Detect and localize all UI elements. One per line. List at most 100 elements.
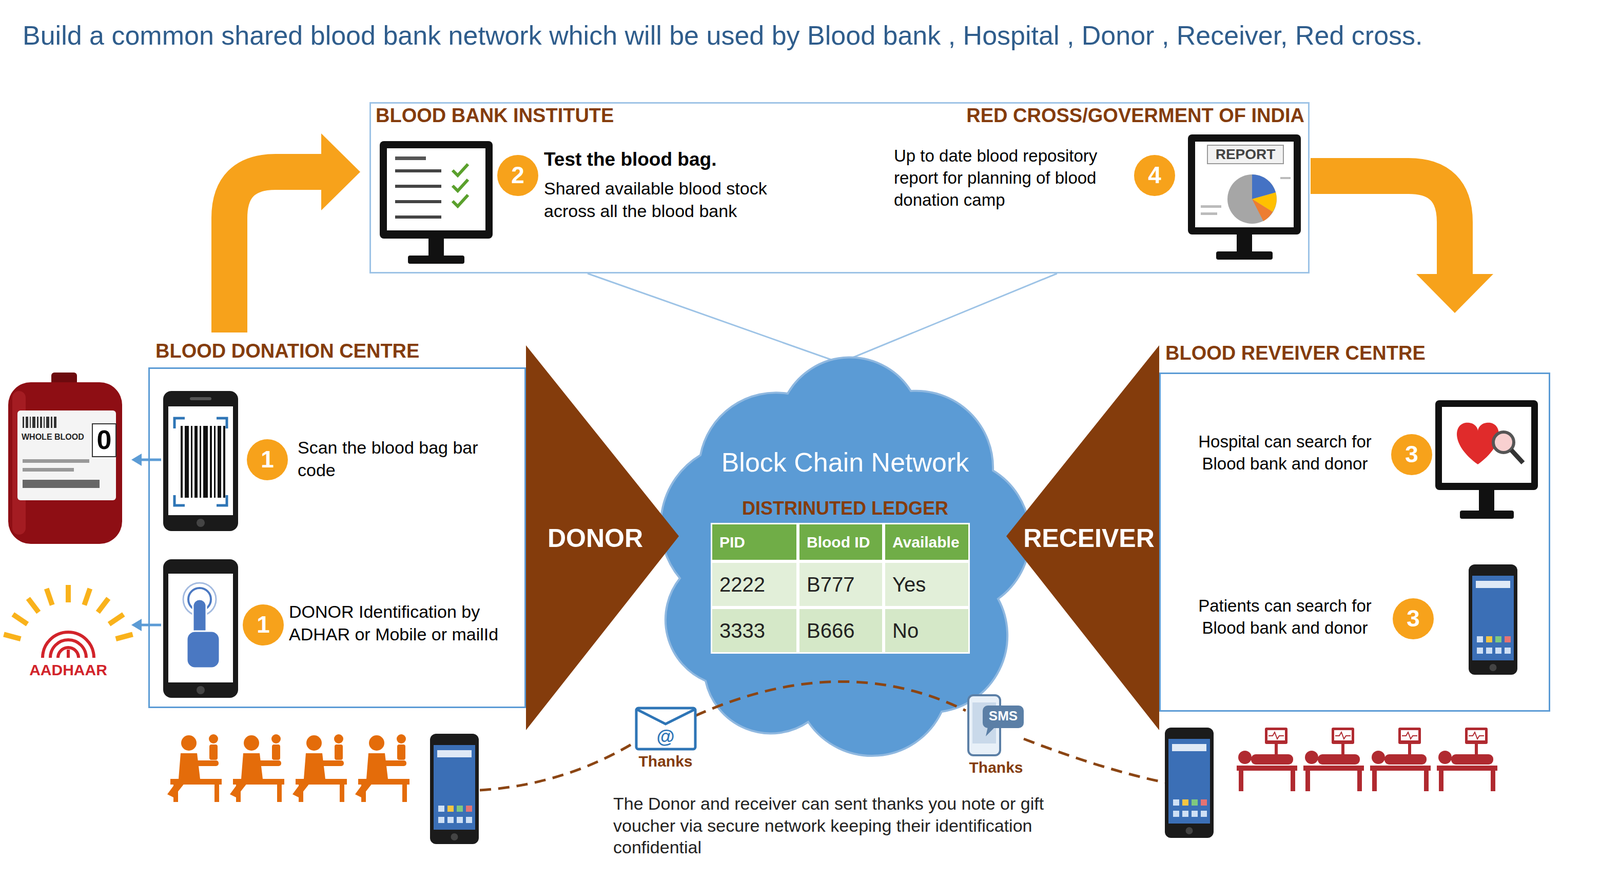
- dashed-link: [479, 741, 637, 791]
- callout-number: 2: [497, 154, 539, 197]
- patient-phone: [1468, 564, 1518, 675]
- callout-circle: 1: [242, 604, 284, 646]
- checklist-monitor: [428, 238, 444, 257]
- barcode-phone: [184, 425, 189, 498]
- step-text: Shared available blood stock across all …: [543, 177, 811, 223]
- message-link: [695, 681, 966, 716]
- callout-circle: 2: [497, 154, 539, 197]
- search-monitor: [1511, 450, 1524, 463]
- search-monitor: [1441, 406, 1532, 483]
- callout-number: 4: [1134, 154, 1176, 197]
- message-link: [985, 727, 995, 737]
- bag-label: WHOLE BLOOD: [21, 432, 92, 442]
- pointer-arrow: [131, 453, 162, 632]
- callout-circle: 4: [1134, 154, 1176, 197]
- dashed-link: [1023, 738, 1165, 783]
- blood-bag: [25, 416, 29, 428]
- search-monitor: [1493, 432, 1514, 453]
- message-link: [982, 705, 1024, 729]
- table-cell: No: [883, 607, 970, 654]
- report-monitor: [1280, 177, 1291, 180]
- checklist-monitor: [386, 148, 486, 231]
- touch-phone: [168, 573, 233, 683]
- step-text: Up to date blood repository report for p…: [893, 145, 1130, 212]
- report-monitor: [1236, 234, 1253, 253]
- wedge-shape: [1006, 345, 1160, 731]
- callout-circle: 3: [1392, 598, 1434, 640]
- donor-figure: [355, 734, 410, 803]
- report-monitor: [1200, 212, 1218, 216]
- panel-heading: BLOOD BANK INSTITUTE: [375, 104, 838, 128]
- aadhaar-logo: [57, 647, 79, 658]
- cloud-shape: [660, 357, 1031, 757]
- report-monitor: [1187, 134, 1301, 260]
- blood-bag: [43, 416, 45, 428]
- touch-phone: [196, 686, 205, 695]
- report-monitor: [1195, 141, 1294, 228]
- blood-bag: [22, 416, 25, 428]
- aadhaar-logo: [3, 632, 22, 642]
- report-monitor: [1227, 174, 1277, 224]
- aadhaar-logo: [66, 649, 70, 658]
- aadhaar-logo: [107, 612, 126, 627]
- barcode-phone: [180, 425, 183, 498]
- dashed-link: [479, 738, 1165, 791]
- wedge-label: RECEIVER: [1018, 522, 1160, 554]
- checklist-monitor: [379, 141, 493, 239]
- aadhaar-logo: [82, 587, 93, 606]
- blood-group: 0: [93, 423, 115, 456]
- receiver-panel: BLOOD REVEIVER CENTRE Hospital can search…: [1159, 338, 1551, 712]
- barcode-phone: [194, 425, 198, 498]
- wedge-label: DONOR: [525, 522, 665, 554]
- logo-text: AADHAAR: [13, 660, 124, 680]
- flow-arrow: [229, 171, 322, 333]
- callout-circle: 3: [1391, 434, 1433, 476]
- receiver-figure: [1303, 727, 1364, 792]
- pointer-arrow: [140, 623, 162, 627]
- aadhaar-logo: [26, 596, 41, 614]
- thanks-label: Thanks: [962, 758, 1030, 777]
- barcode-phone: [196, 518, 205, 528]
- panel-heading: BLOOD REVEIVER CENTRE: [1165, 341, 1535, 366]
- sms-label: SMS: [982, 708, 1024, 725]
- barcode-phone: [213, 425, 216, 498]
- step-text: Patients can search for Blood bank and d…: [1184, 595, 1385, 640]
- callout-circle: 1: [246, 439, 288, 481]
- checklist-monitor: [452, 164, 468, 176]
- callout-number: 3: [1391, 434, 1433, 476]
- aadhaar-logo: [50, 639, 87, 658]
- aadhaar-logo: [95, 596, 111, 614]
- touch-phone: [186, 631, 220, 669]
- aadhaar-logo: [11, 612, 29, 627]
- blood-bag: [8, 372, 123, 544]
- aadhaar-logo: [42, 632, 94, 658]
- barcode-phone: [163, 391, 239, 532]
- receiver-phone: [1164, 727, 1214, 838]
- screen-label: REPORT: [1206, 144, 1284, 165]
- blood-bag: [8, 382, 123, 544]
- table-cell: 3333: [710, 607, 798, 654]
- step-text: Hospital can search for Blood bank and d…: [1184, 431, 1385, 476]
- step-text: DONOR Identification by ADHAR or Mobile …: [288, 600, 520, 646]
- search-monitor: [1435, 400, 1538, 519]
- aadhaar-logo: [65, 584, 71, 603]
- checklist-monitor: [395, 200, 442, 204]
- checklist-monitor: [452, 179, 468, 191]
- search-monitor: [1459, 510, 1514, 519]
- search-monitor: [1478, 490, 1495, 512]
- blood-bag: [22, 479, 100, 489]
- touch-phone: [163, 559, 239, 698]
- receiver-figure: [1370, 727, 1431, 792]
- blood-bag: [17, 410, 116, 501]
- checklist-monitor: [407, 255, 465, 264]
- blood-bag: [46, 416, 50, 428]
- envelope-symbol: @: [652, 725, 679, 748]
- touch-phone: [163, 559, 239, 698]
- barcode-phone: [174, 418, 227, 506]
- receiver-wedge: RECEIVER: [1006, 345, 1160, 731]
- blood-bag: [22, 459, 90, 463]
- search-monitor: [1435, 400, 1538, 491]
- pointer-arrow: [131, 618, 142, 632]
